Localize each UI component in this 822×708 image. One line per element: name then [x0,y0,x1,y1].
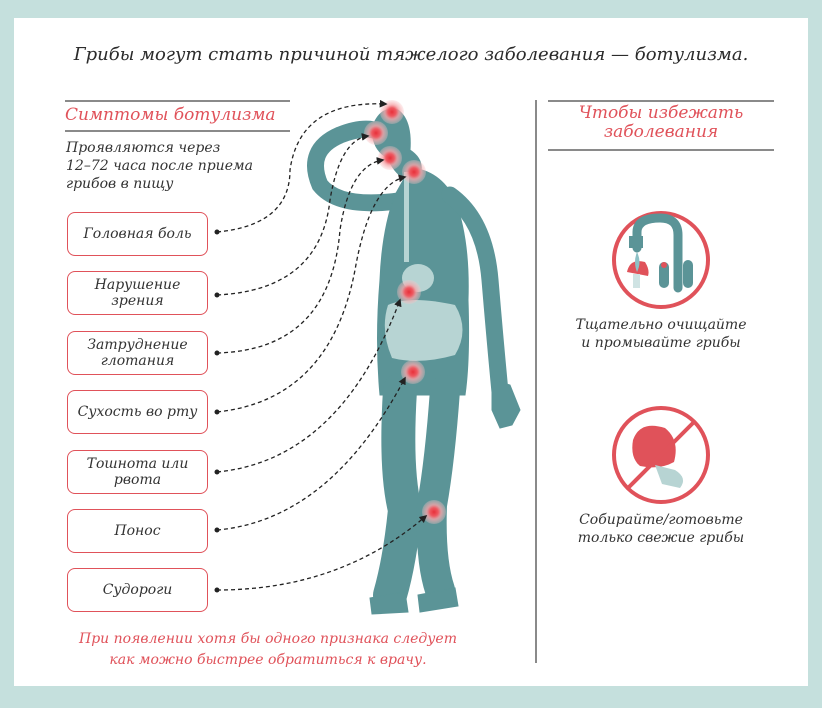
tip-line: Собирайте/готовьте [579,512,743,528]
warning-line: При появлении хотя бы одного признака сл… [79,631,457,647]
divider-line [65,100,290,102]
tip-line: Тщательно очищайте [575,317,747,333]
washing-mushrooms-icon [612,211,710,309]
tip-line: и промывайте грибы [581,335,741,351]
tip-wash: Тщательно очищайте и промывайте грибы [548,316,774,352]
spot-knee [422,500,446,524]
prevention-heading: Чтобы избежать заболевания [548,104,774,142]
spot-mouth [378,146,402,170]
tip-fresh: Собирайте/готовьте только свежие грибы [548,511,774,547]
divider-line [65,130,290,132]
page-title: Грибы могут стать причиной тяжелого забо… [73,44,749,65]
esophagus [404,172,409,262]
column-divider [535,100,537,663]
warning-note: При появлении хотя бы одного признака сл… [40,629,496,671]
symptom-arrows [216,99,428,591]
divider-line [548,100,774,102]
symptom-vision: Нарушение зрения [67,271,208,315]
symptom-dry-mouth: Сухость во рту [67,390,208,434]
spot-stomach [397,280,421,304]
spot-throat [402,160,426,184]
heading-line: заболевания [603,122,719,142]
intro-line: 12–72 часа после приема [66,158,253,174]
intro-line: грибов в пищу [66,176,174,192]
symptom-nausea: Тошнота или рвота [67,450,208,494]
warning-line: как можно быстрее обратиться к врачу. [109,652,427,668]
tip-line: только свежие грибы [577,530,745,546]
spot-bowel [401,360,425,384]
divider-line [548,149,774,151]
spot-head [380,100,404,124]
intro-line: Проявляются через [66,140,221,156]
symptoms-intro: Проявляются через 12–72 часа после прием… [66,139,286,193]
symptom-swallowing: Затруднение глотания [67,331,208,375]
heading-line: Чтобы избежать [578,103,744,123]
spot-eye [364,121,388,145]
no-spoiled-mushroom-icon [612,406,710,504]
symptom-cramps: Судороги [67,568,208,612]
arrow-origin-dots [214,229,220,593]
symptom-headache: Головная боль [67,212,208,256]
symptoms-heading: Симптомы ботулизма [65,105,276,125]
symptom-diarrhea: Понос [67,509,208,553]
intestines [384,300,463,361]
